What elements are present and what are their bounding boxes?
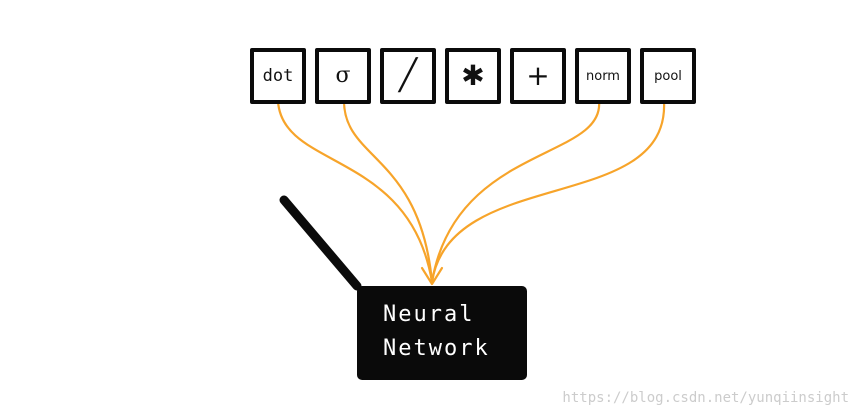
- connection-pool: [430, 100, 666, 283]
- connection-dot: [276, 100, 434, 283]
- network-label-line1: Neural: [383, 302, 475, 327]
- network-label-line2: Network: [383, 336, 490, 361]
- connection-norm: [430, 100, 601, 283]
- op-relu-box: ╱: [380, 48, 436, 104]
- op-dot-label: dot: [262, 65, 294, 86]
- op-sigma-box: σ: [315, 48, 371, 104]
- op-pool-label: pool: [654, 68, 682, 84]
- op-add-box: +: [510, 48, 566, 104]
- op-norm-label: norm: [586, 68, 620, 84]
- watermark: https://blog.csdn.net/yunqiinsight: [562, 390, 849, 406]
- op-norm-box: norm: [575, 48, 631, 104]
- op-add-label: +: [526, 59, 550, 92]
- relu-icon: ╱: [398, 58, 418, 93]
- connection-sigma: [342, 100, 434, 283]
- neural-network-box: Neural Network: [357, 286, 527, 380]
- op-dot-box: dot: [250, 48, 306, 104]
- op-pool-box: pool: [640, 48, 696, 104]
- network-handle: [279, 195, 362, 291]
- asterisk-icon: ✱: [461, 59, 485, 92]
- arrowhead: [420, 266, 444, 286]
- op-sigma-label: σ: [335, 63, 351, 88]
- op-multiply-box: ✱: [445, 48, 501, 104]
